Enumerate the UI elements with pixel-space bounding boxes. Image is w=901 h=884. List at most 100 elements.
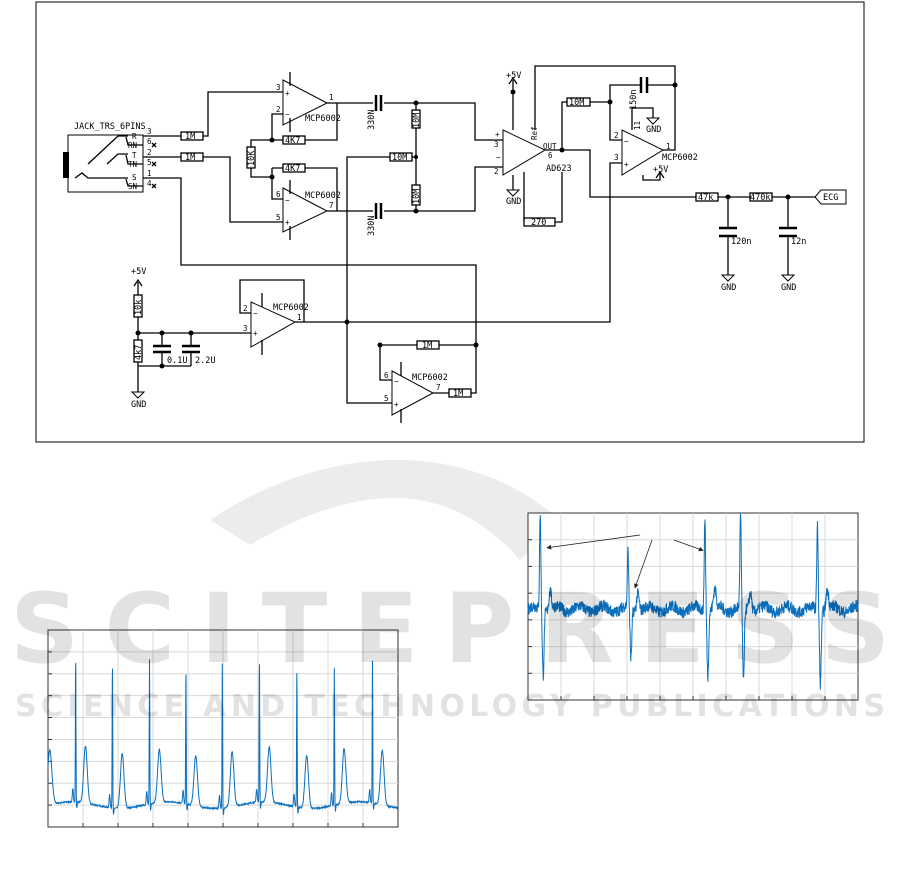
pin-number: 3 <box>243 324 248 333</box>
pin-number: 2 <box>276 105 281 114</box>
audio-jack: JACK_TRS_6PINS R RN T TN S SN 3 6 2 5 1 … <box>63 122 157 193</box>
opamp-right-leg-drive: − + 6 5 7 MCP6002 <box>384 362 448 423</box>
watermark-logo-icon <box>210 460 560 560</box>
opamp-reference-buffer: −+ 2 3 1 MCP6002 <box>243 293 309 355</box>
capacitors: 330N 330N 150n 120n 12n 0.1U 2.2U <box>153 77 806 366</box>
resistor-value: 4k7 <box>134 345 144 360</box>
svg-text:−: − <box>285 196 290 205</box>
inamp-ref-label: Ref <box>530 126 539 140</box>
resistor-value: 47k <box>698 193 713 203</box>
pin-number: 2 <box>614 131 619 140</box>
jack-pin-number: 1 <box>147 169 152 178</box>
resistor-value: 270 <box>531 218 546 228</box>
annotation-arrow <box>673 539 704 552</box>
opamp-part-label: MCP6002 <box>305 114 341 124</box>
capacitor-value: 12n <box>791 237 806 247</box>
jack-label: JACK_TRS_6PINS <box>74 122 146 132</box>
resistor-value: 10M <box>392 153 407 163</box>
pin-number: 2 <box>243 304 248 313</box>
resistor-value: 10M <box>412 113 422 128</box>
opamp-u1a: + − 3 2 1 MCP6002 <box>276 72 341 132</box>
annotation-arrow <box>634 539 653 589</box>
resistor-value: 4K7 <box>285 136 300 146</box>
pin-number: 3 <box>276 83 281 92</box>
resistor-value: 1M <box>185 132 195 142</box>
svg-text:−: − <box>624 137 629 146</box>
opamp-integrator: − + 2 3 1 11 MCP6002 <box>614 121 698 176</box>
svg-text:+: + <box>253 329 258 338</box>
pin-number: 2 <box>494 167 499 176</box>
resistor-value: 1M <box>185 153 195 163</box>
resistor-value: 470k <box>750 193 770 203</box>
resistor-value: 1M <box>453 389 463 399</box>
svg-text:+: + <box>495 130 500 139</box>
opamp-u1b: −+ 6 5 7 MCP6002 <box>276 180 341 240</box>
pin-number: 6 <box>548 151 553 160</box>
resistor-value: 10K <box>247 150 257 166</box>
ecg-output-text: ECG <box>823 193 838 203</box>
jack-pin-number: 6 <box>147 137 152 146</box>
opamp-part-label: MCP6002 <box>662 153 698 163</box>
instrumentation-amplifier: + − 3 2 OUT 6 Ref AD623 <box>494 126 572 176</box>
pin-number: 7 <box>329 201 334 210</box>
svg-text:+: + <box>285 89 290 98</box>
jack-pin-number: 2 <box>147 148 152 157</box>
svg-text:−: − <box>496 153 501 162</box>
svg-text:−: − <box>285 110 290 119</box>
power-symbols: +5V +5V +5V GND GND GND GND GND <box>130 71 796 410</box>
pin-number: 1 <box>666 142 671 151</box>
ground-icon <box>130 117 796 399</box>
jack-pin-label: S <box>132 173 137 182</box>
opamp-part-label: MCP6002 <box>412 373 448 383</box>
schematic-border <box>35 1 865 443</box>
pin-number: 6 <box>276 190 281 199</box>
resistor-value: 10k <box>134 300 144 315</box>
gnd-label: GND <box>781 283 796 293</box>
pin-number: 1 <box>329 93 334 102</box>
ecg-trace <box>527 512 859 690</box>
pin-number: 3 <box>494 140 499 149</box>
svg-text:−: − <box>253 309 258 318</box>
jack-pin-label: RN <box>128 141 137 150</box>
watermark-brand: SCITEPRESS <box>10 573 890 685</box>
pin-number: 6 <box>384 371 389 380</box>
pin-number: 11 <box>633 121 642 130</box>
svg-text:+: + <box>624 160 629 169</box>
gnd-label: GND <box>506 197 521 207</box>
jack-pin-label: TN <box>128 160 137 169</box>
capacitor-value: 120n <box>731 237 751 247</box>
capacitor-value: 0.1U <box>167 356 187 366</box>
capacitor-value: 330N <box>367 216 377 236</box>
svg-text:−: − <box>394 377 399 386</box>
pin-number: 5 <box>384 394 389 403</box>
svg-text:+: + <box>394 400 399 409</box>
jack-pin-number: 3 <box>147 127 152 136</box>
jack-pin-label: T <box>132 151 137 160</box>
jack-pin-label: R <box>132 132 137 141</box>
resistor-value: 10M <box>569 98 584 108</box>
capacitor-value: 150n <box>629 90 639 110</box>
watermark-tagline: SCIENCE AND TECHNOLOGY PUBLICATIONS <box>15 689 885 724</box>
circuit-schematic: JACK_TRS_6PINS R RN T TN S SN 3 6 2 5 1 … <box>35 1 865 443</box>
inamp-out-label: OUT <box>543 142 557 151</box>
ecg-output-label: ECG <box>814 189 847 205</box>
pin-number: 3 <box>614 153 619 162</box>
vcc-label: +5V <box>131 267 146 277</box>
opamp-part-label: MCP6002 <box>305 191 341 201</box>
pin-number: 7 <box>436 383 441 392</box>
inamp-part-label: AD623 <box>546 164 572 174</box>
capacitor-value: 330N <box>367 110 377 130</box>
vcc-label: +5V <box>653 165 668 175</box>
jack-pin-number: 5 <box>147 158 152 167</box>
resistor-value: 10M <box>412 189 422 204</box>
gnd-label: GND <box>721 283 736 293</box>
watermark: SCITEPRESS SCIENCE AND TECHNOLOGY PUBLIC… <box>10 573 890 724</box>
jack-pin-number: 4 <box>147 179 152 188</box>
no-connect-icon <box>151 142 157 189</box>
pin-number: 1 <box>297 313 302 322</box>
wires <box>137 65 815 404</box>
ecg-trace <box>47 659 399 816</box>
svg-text:+: + <box>285 218 290 227</box>
ecg-plot-noisy <box>527 512 859 701</box>
